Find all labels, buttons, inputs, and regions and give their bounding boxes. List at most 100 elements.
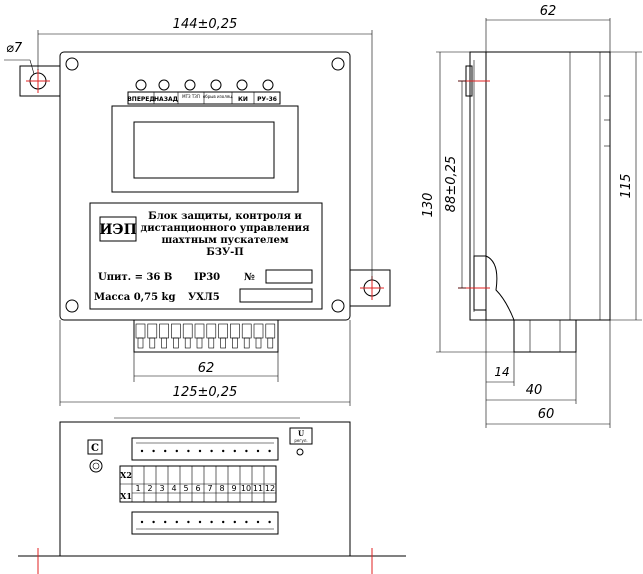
upper-pin [187,449,190,453]
terminal-clamp [265,323,276,339]
row-x2: X2 [120,470,132,480]
terminal-clamp [159,323,169,339]
terminal-screw [184,337,191,349]
title-line-3: шахтным пускателем [161,235,288,246]
upper-pin [233,449,236,453]
side-connector [473,255,487,311]
corner-screw-tr [331,57,345,71]
lower-pin [175,520,178,524]
dim-side-depth: 62 [540,4,557,19]
label-u-sub: регул. [294,438,307,443]
dim-terminal-width: 62 [198,361,215,376]
lower-pin [268,520,271,524]
terminal-screw [243,337,250,349]
lower-pin [256,520,260,524]
terminal-clamp [218,323,228,339]
dim-hole-diameter: ⌀7 [6,41,23,56]
lower-pin [187,520,190,524]
terminal-clamp [241,323,252,339]
serial-number-box [265,269,313,284]
corner-screw-bl [65,299,79,313]
lower-pins [140,520,271,524]
label-u-box [289,427,313,445]
pin-number: 12 [265,484,275,493]
side-terminal-step [513,319,577,353]
title-line-2: дистанционного управления [141,223,311,234]
row-x1: X1 [120,491,132,501]
nameplate [89,202,323,310]
logo-box [99,216,137,242]
number-label: № [244,272,255,283]
terminal-screw [137,337,144,349]
terminal-clamp [253,323,264,339]
climate-label: УХЛ5 [188,292,220,303]
upper-pin [210,449,213,453]
voltage-adjust [296,448,304,456]
terminal-clamp [147,323,158,339]
lower-pin [222,520,225,524]
pin-number: 4 [171,484,176,493]
terminal-screw [255,337,262,349]
corner-screw-tl [65,57,79,71]
dim-depth-40: 40 [526,383,543,398]
terminal-screw [220,337,226,349]
terminal-clamp [230,323,240,339]
front-dimensions: 144±0,25 ⌀7 62 125±0,25 [4,17,373,406]
title-line-1: Блок защиты, контроля и [148,211,302,222]
indicator-ki: КИ [238,96,248,103]
pin-number: 8 [219,484,224,493]
upper-pins [140,449,271,453]
display-screen [133,121,275,179]
led-row [135,79,274,91]
label-c-box [87,439,103,455]
terminal-screw [208,337,215,349]
terminal-clamp [206,323,217,339]
side-view: 62 130 88±0,25 115 14 40 60 [421,4,642,428]
label-c: С [91,443,99,454]
display-frame [111,105,299,193]
terminal-screw [161,337,167,349]
right-mount-ear [349,269,391,307]
left-mount-ear [19,65,61,97]
lower-pin [164,520,167,524]
upper-pin [256,449,260,453]
title-line-4: БЗУ-П [206,247,243,258]
terminal-clamp [171,323,181,339]
lower-pin [198,520,202,524]
pin-number: 2 [147,484,152,493]
lower-pin [233,520,236,524]
indicator-mtz: МТЗ ТЗП [182,94,200,99]
terminal-screw [267,337,274,349]
dim-depth-14: 14 [494,365,509,379]
indicator-ru36: РУ-36 [257,96,277,103]
terminal-screw [232,337,238,349]
terminal-screw [196,337,203,349]
upper-pin [245,449,248,453]
terminal-row [135,323,276,349]
voltage-label: Uпит. = 36 В [98,272,172,283]
lower-connector [131,511,279,535]
dim-height-body: 115 [619,174,634,199]
corner-screw-br [331,299,345,313]
mass-label: Масса 0,75 kg [94,292,175,303]
dim-height-mount: 88±0,25 [444,156,459,212]
pin-number: 10 [241,484,251,493]
terminal-clamp [135,323,146,339]
upper-pin [175,449,178,453]
adjust-knob [89,459,103,473]
dim-body-width: 125±0,25 [173,385,238,400]
terminal-clamp [182,323,193,339]
pin-number: 3 [159,484,164,493]
pin-number: 7 [207,484,212,493]
upper-pin [152,449,155,453]
front-view: ВПЕРЕД НАЗАД МТЗ ТЗП обрыв изоляц. КИ РУ… [19,51,391,353]
pin-number: 6 [195,484,200,493]
upper-pin [268,449,271,453]
indicator-insulation: обрыв изоляц. [203,94,233,99]
lower-pin [152,520,155,524]
upper-pin [140,449,144,453]
indicator-forward: ВПЕРЕД [127,96,155,103]
